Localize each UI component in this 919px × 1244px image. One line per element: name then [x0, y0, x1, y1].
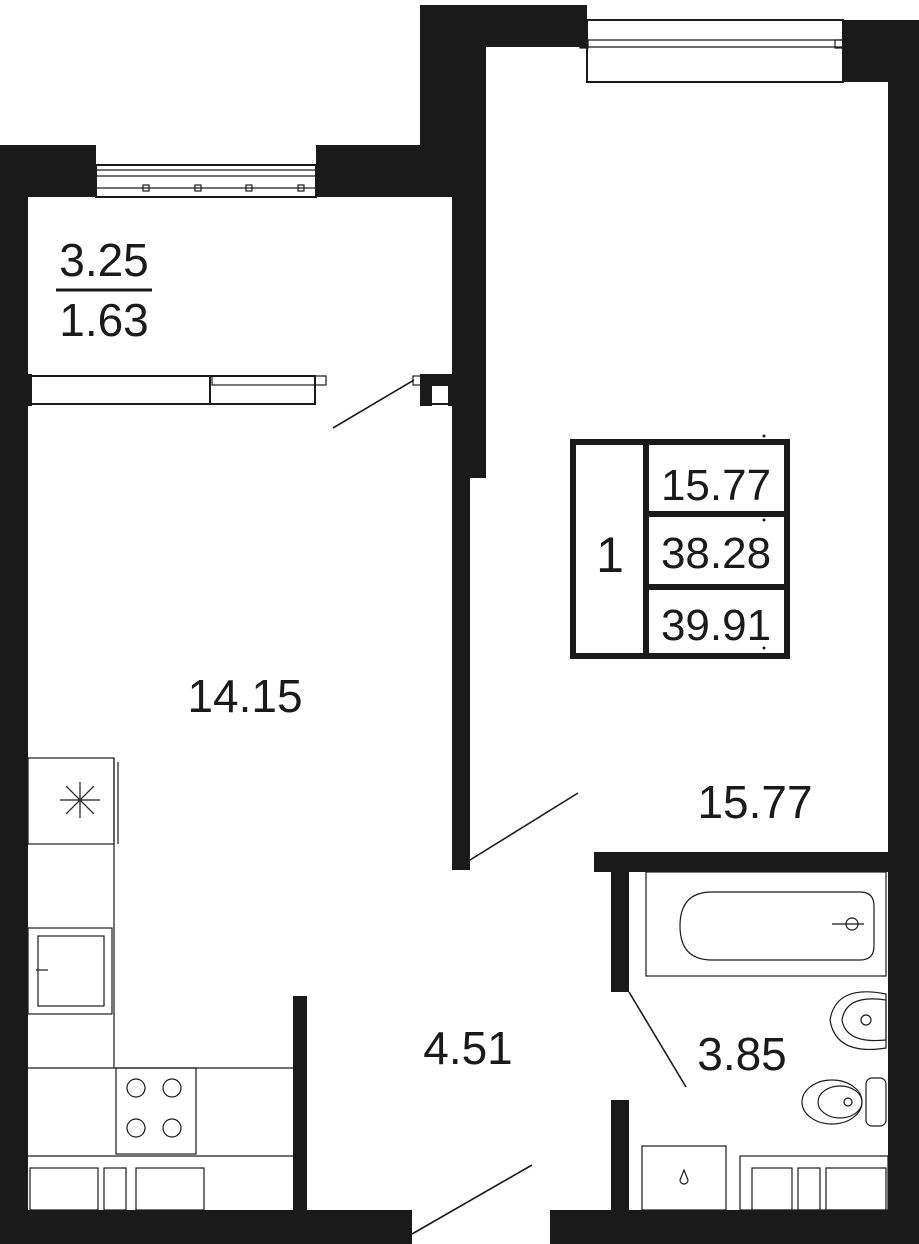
hallway-area: 4.51 — [423, 1022, 513, 1074]
bathroom-area: 3.85 — [697, 1028, 787, 1080]
wall-gaps — [32, 374, 448, 406]
room-count-label: 1 — [596, 527, 624, 583]
window-bedroom — [579, 19, 850, 83]
window-balcony — [90, 164, 322, 198]
kitchen-radiator — [29, 1167, 205, 1211]
bathtub-icon — [645, 871, 887, 977]
washbasin-icon — [829, 991, 887, 1050]
total-with-balcony-label: 39.91 — [661, 601, 771, 650]
bath-radiator — [739, 1155, 889, 1211]
cooktop-icon — [126, 1078, 182, 1138]
balcony-partition — [29, 375, 453, 429]
kitchen-counter — [27, 757, 293, 1157]
walls — [0, 5, 919, 1244]
balcony-area-label: 3.25 1.63 — [56, 234, 152, 346]
living-area-label: 15.77 — [661, 461, 771, 510]
washing-machine-icon — [641, 1145, 727, 1211]
balcony-area: 3.25 — [59, 234, 149, 286]
toilet-icon — [801, 1077, 887, 1127]
total-area-label: 38.28 — [661, 529, 771, 578]
balcony-reduced-area: 1.63 — [59, 294, 149, 346]
area-summary-table: 1 15.77 38.28 39.91 — [570, 434, 790, 659]
doors — [411, 792, 687, 1235]
sink-icon — [60, 782, 100, 818]
stove-icon — [36, 935, 105, 1007]
bedroom-area: 15.77 — [697, 776, 812, 828]
kitchen-living-area: 14.15 — [187, 670, 302, 722]
